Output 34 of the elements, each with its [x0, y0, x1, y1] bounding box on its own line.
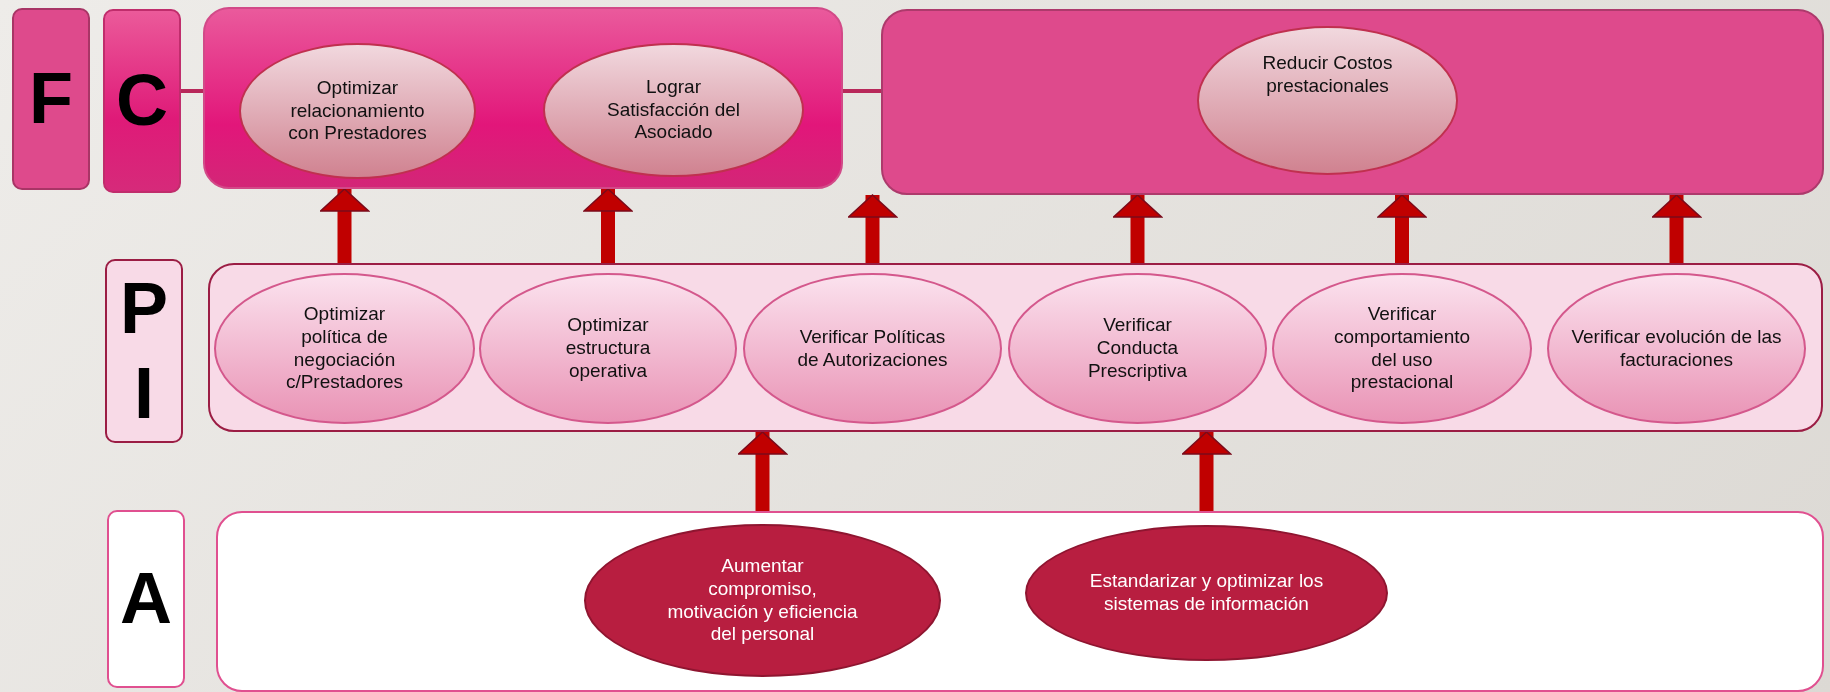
block-arrow	[847, 194, 898, 264]
objective-text: Estandarizar y optimizar los sistemas de información	[1088, 570, 1325, 616]
block-arrow	[1181, 431, 1232, 512]
objective-text: Reducir Costos prestacionales	[1261, 52, 1394, 98]
letter-label	[107, 510, 185, 688]
perspective-letter: A	[120, 561, 172, 637]
block-arrow	[319, 188, 370, 264]
block-arrow	[1377, 194, 1427, 264]
perspective-panel	[216, 511, 1824, 692]
objective-text: Verificar Conducta Prescriptiva	[1086, 314, 1189, 383]
perspective-panel	[881, 9, 1824, 195]
objective-text: Lograr Satisfacción del Asociado	[605, 75, 742, 145]
objective-text: Optimizar relacionamiento con Prestadores	[287, 76, 428, 146]
objective-text: Verificar comportamiento del uso prestacional	[1332, 302, 1472, 395]
objective-text: Verificar evolución de las facturaciones	[1570, 325, 1783, 372]
connector-line	[181, 89, 203, 93]
objective-text: Optimizar estructura operativa	[564, 314, 652, 383]
perspective-letter: C	[116, 63, 168, 139]
perspective-panel	[203, 7, 843, 189]
letter-label	[103, 9, 181, 193]
block-arrow	[1651, 194, 1702, 264]
perspective-letter: P	[120, 270, 168, 347]
block-arrow	[737, 431, 788, 512]
objective-text: Verificar Políticas de Autorizaciones	[797, 325, 948, 372]
letter-label	[105, 259, 183, 443]
block-arrow	[583, 188, 633, 264]
perspective-panel	[208, 263, 1823, 432]
letter-label	[12, 8, 90, 190]
objective-text: Optimizar política de negociación c/Prestadores	[284, 302, 405, 395]
perspective-letter: F	[29, 61, 73, 137]
connector-line	[843, 89, 881, 93]
block-arrow	[1112, 194, 1163, 264]
perspective-letter: I	[134, 355, 154, 432]
objective-text: Aumentar compromiso, motivación y eficiencia del personal	[666, 554, 859, 647]
